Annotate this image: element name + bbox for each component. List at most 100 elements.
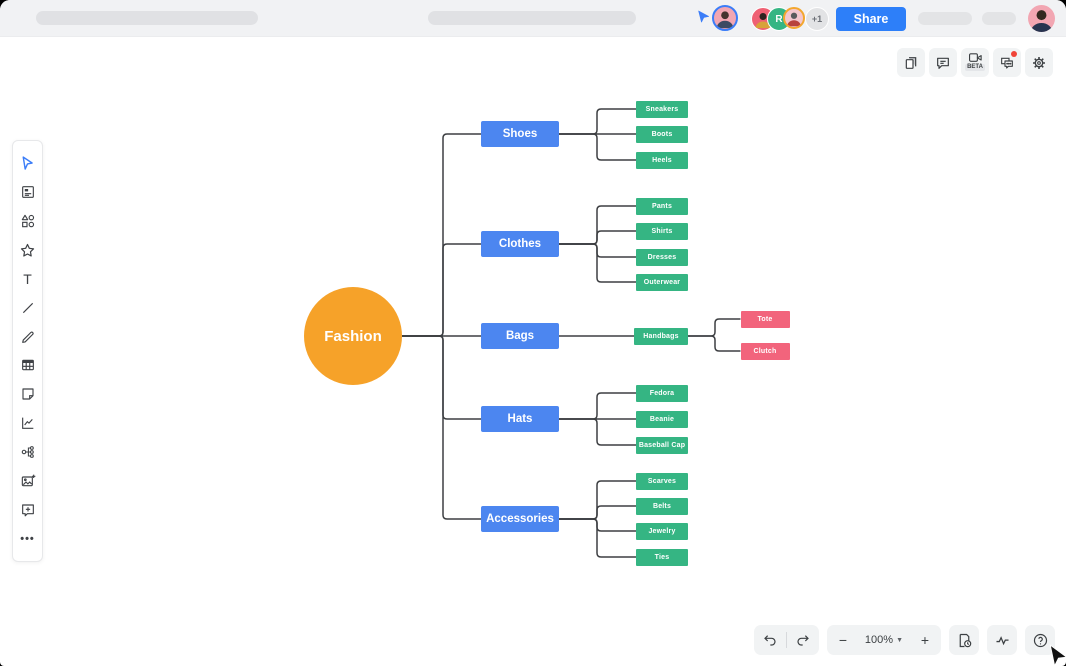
help-button[interactable] xyxy=(1025,625,1055,655)
activity-pulse-icon xyxy=(995,635,1009,645)
settings-button[interactable] xyxy=(1025,48,1053,77)
mindmap-node-tote[interactable]: Tote xyxy=(740,310,790,328)
pages-button[interactable] xyxy=(897,48,925,77)
video-camera-icon xyxy=(968,53,982,62)
gear-icon xyxy=(1033,56,1045,69)
more-tools[interactable]: ••• xyxy=(13,524,42,553)
text-tool[interactable]: T xyxy=(13,264,42,293)
comment-button[interactable] xyxy=(929,48,957,77)
mindmap-icon xyxy=(21,446,34,458)
comment-add-tool[interactable] xyxy=(13,495,42,524)
edge-handbags-clutch xyxy=(688,335,741,352)
pencil-icon xyxy=(21,331,34,343)
mindmap-node-heels[interactable]: Heels xyxy=(636,151,688,169)
collaborator-cursor-icon xyxy=(698,10,709,23)
more-icon: ••• xyxy=(20,532,35,545)
pencil-tool[interactable] xyxy=(13,322,42,351)
shapes-icon xyxy=(21,214,34,228)
mindmap-node-jewelry[interactable]: Jewelry xyxy=(636,522,688,540)
edge-accessories-ties xyxy=(559,518,636,558)
avatar-initial: R xyxy=(775,13,783,25)
edge-fashion-accessories xyxy=(402,335,481,520)
help-group xyxy=(1025,625,1055,655)
activity-button[interactable] xyxy=(987,625,1017,655)
zoom-in-button[interactable]: + xyxy=(909,625,941,655)
edge-accessories-belts xyxy=(559,505,636,520)
user-avatar[interactable] xyxy=(1028,5,1055,32)
collaborator-avatar-3[interactable] xyxy=(783,7,805,29)
zoom-out-button[interactable]: − xyxy=(827,625,859,655)
edge-accessories-scarves xyxy=(559,480,636,520)
line-tool[interactable] xyxy=(13,293,42,322)
mindmap-node-beanie[interactable]: Beanie xyxy=(636,410,688,428)
undo-button[interactable] xyxy=(754,625,786,655)
mindmap-node-pants[interactable]: Pants xyxy=(636,197,688,215)
mindmap-node-belts[interactable]: Belts xyxy=(636,497,688,515)
help-icon xyxy=(1033,633,1047,647)
mindmap-node-hats[interactable]: Hats xyxy=(481,406,559,432)
zoom-level: 100% xyxy=(864,634,894,646)
divider xyxy=(785,632,787,648)
mindmap-node-handbags[interactable]: Handbags xyxy=(634,327,688,345)
top-bar: R +1 Share xyxy=(0,0,1066,37)
edge-shoes-sneakers xyxy=(559,108,636,135)
pages-icon xyxy=(905,56,917,69)
mindmap-node-ties[interactable]: Ties xyxy=(636,548,688,566)
mindmap-node-outerwear[interactable]: Outerwear xyxy=(636,273,688,291)
select-tool[interactable] xyxy=(13,149,42,178)
edge-clothes-pants xyxy=(559,205,636,245)
image-add-icon xyxy=(21,474,35,487)
edge-fashion-hats xyxy=(402,335,481,420)
mindmap-node-dresses[interactable]: Dresses xyxy=(636,248,688,266)
mindmap-node-bags[interactable]: Bags xyxy=(481,323,559,349)
mindmap-node-shirts[interactable]: Shirts xyxy=(636,222,688,240)
chevron-down-icon: ▼ xyxy=(896,636,903,644)
canvas-toolbar-right: BETA xyxy=(897,48,1053,77)
edge-clothes-dresses xyxy=(559,243,636,258)
redo-icon xyxy=(797,635,809,646)
cursor-icon xyxy=(22,156,33,170)
collaborator-avatar-active[interactable] xyxy=(712,5,738,31)
notes-tool[interactable] xyxy=(13,178,42,207)
redo-button[interactable] xyxy=(787,625,819,655)
edge-accessories-jewelry xyxy=(559,518,636,532)
chat-button[interactable] xyxy=(993,48,1021,77)
sticky-note-tool[interactable] xyxy=(13,380,42,409)
comment-add-icon xyxy=(21,504,34,517)
table-icon xyxy=(21,360,34,371)
table-tool[interactable] xyxy=(13,351,42,380)
edge-clothes-shirts xyxy=(559,230,636,245)
line-icon xyxy=(22,302,33,313)
notification-dot xyxy=(1011,51,1017,57)
undo-redo-group xyxy=(753,625,819,655)
beta-badge: BETA xyxy=(965,64,985,71)
image-tool[interactable] xyxy=(13,466,42,495)
mindmap-node-clothes[interactable]: Clothes xyxy=(481,231,559,257)
video-button[interactable]: BETA xyxy=(961,48,989,77)
chart-tool[interactable] xyxy=(13,409,42,438)
mindmap-node-fedora[interactable]: Fedora xyxy=(636,384,688,402)
chat-icon xyxy=(1001,57,1013,69)
favorites-tool[interactable] xyxy=(13,236,42,265)
mindmap-node-boots[interactable]: Boots xyxy=(636,125,688,143)
mindmap-node-clutch[interactable]: Clutch xyxy=(740,342,790,360)
version-history-button[interactable] xyxy=(949,625,979,655)
shapes-tool[interactable] xyxy=(13,207,42,236)
edge-shoes-heels xyxy=(559,133,636,161)
edge-fashion-clothes xyxy=(402,243,481,337)
notes-icon xyxy=(21,186,34,199)
mindmap-tool[interactable] xyxy=(13,438,42,467)
mindmap-node-fashion[interactable]: Fashion xyxy=(304,287,402,385)
mindmap-node-baseball_cap[interactable]: Baseball Cap xyxy=(636,436,688,454)
share-button[interactable]: Share xyxy=(836,7,906,31)
mindmap-node-shoes[interactable]: Shoes xyxy=(481,121,559,147)
zoom-level-dropdown[interactable]: 100% ▼ xyxy=(859,634,909,646)
activity-group xyxy=(987,625,1017,655)
mindmap-node-sneakers[interactable]: Sneakers xyxy=(636,100,688,118)
collaborator-overflow-badge[interactable]: +1 xyxy=(805,7,829,31)
zoom-group: − 100% ▼ + xyxy=(826,625,941,655)
edge-hats-baseball_cap xyxy=(559,418,636,446)
mindmap-node-scarves[interactable]: Scarves xyxy=(636,472,688,490)
mindmap-node-accessories[interactable]: Accessories xyxy=(481,506,559,532)
